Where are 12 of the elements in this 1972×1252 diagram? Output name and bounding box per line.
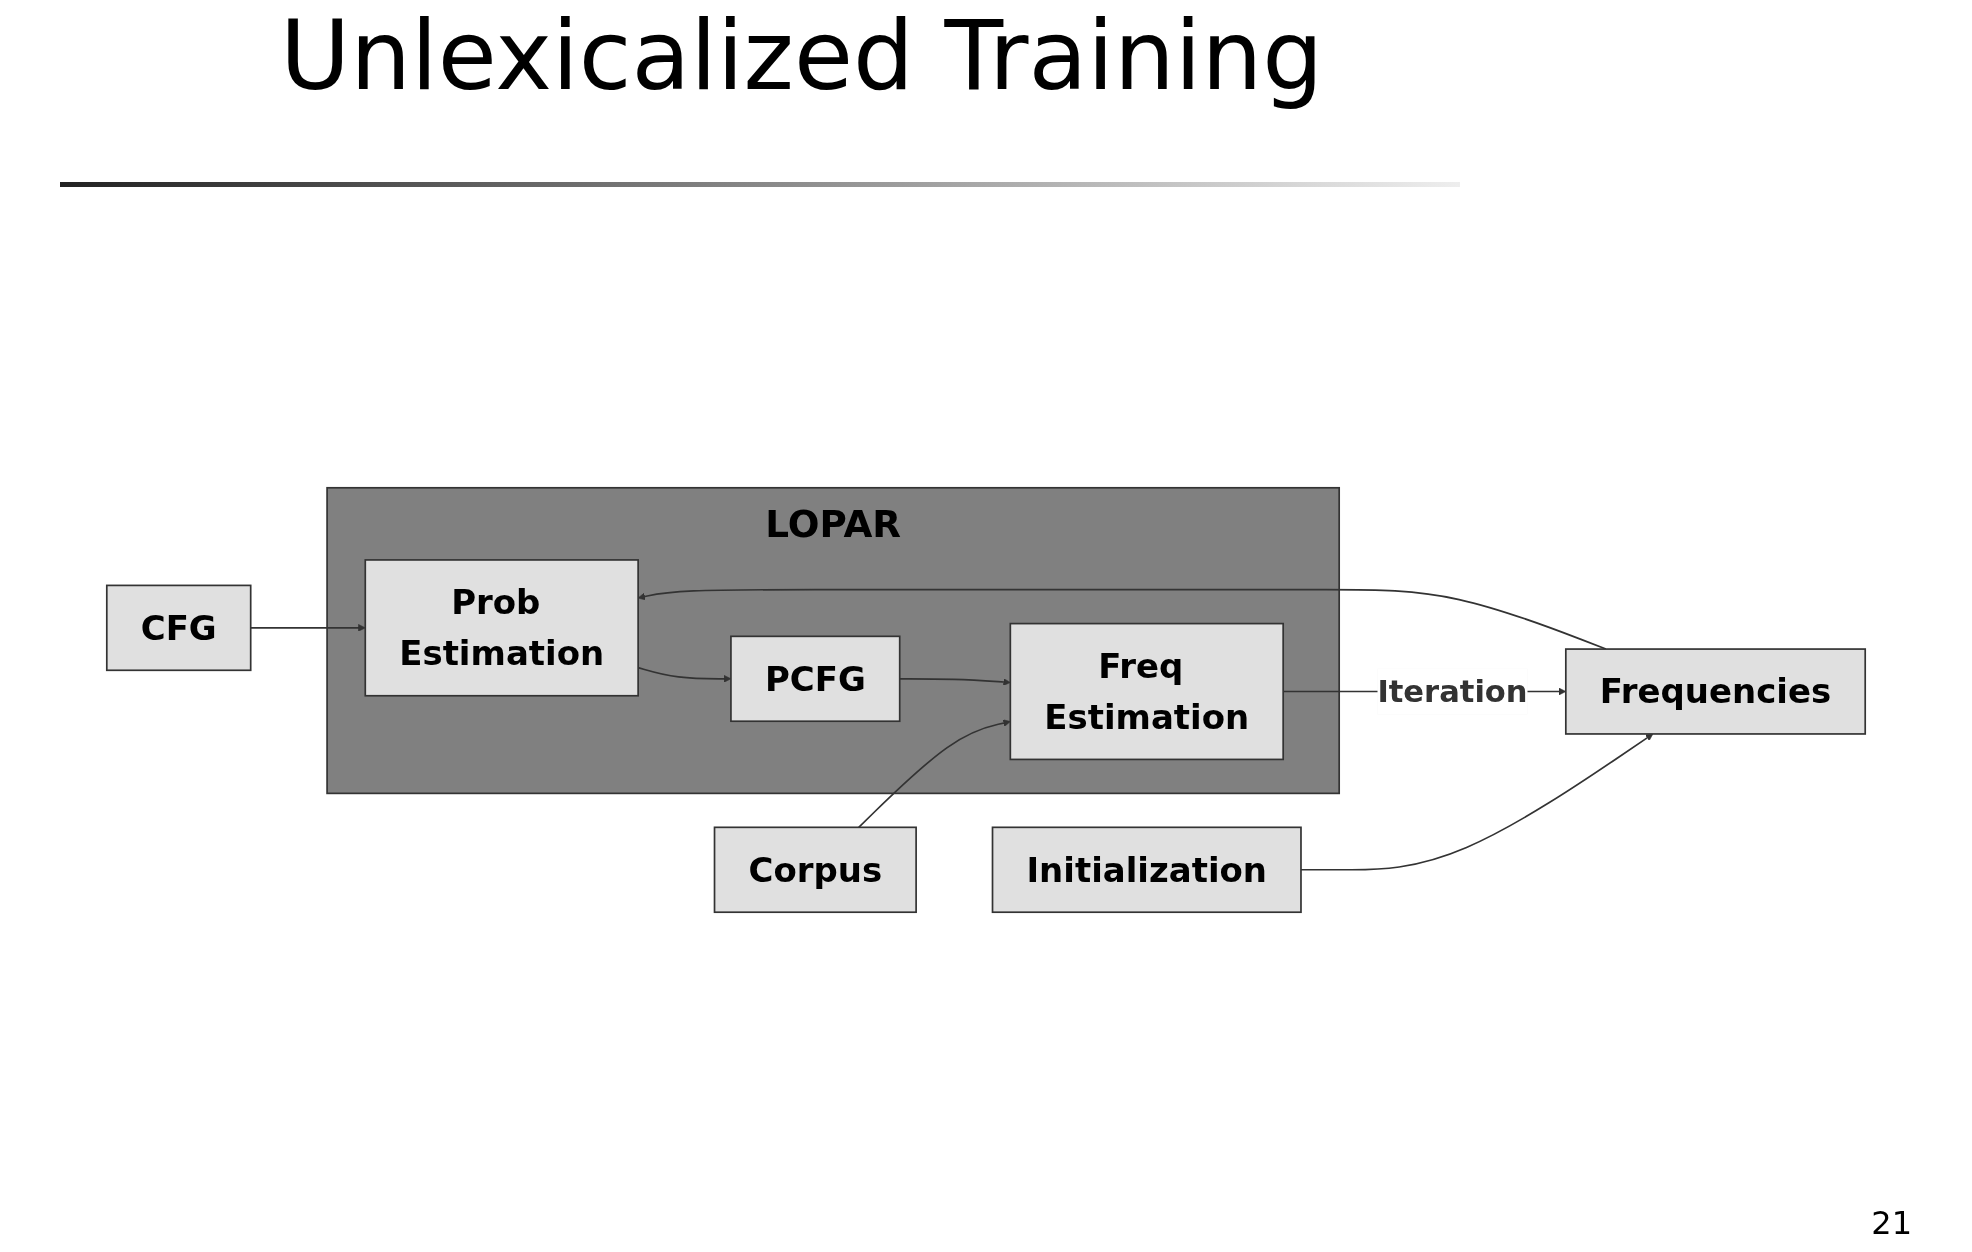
node-box: Corpus — [713, 826, 917, 914]
arrow — [857, 719, 1011, 829]
node-box: Prob Estimation — [364, 559, 639, 697]
slide-title: Unlexicalized Training — [280, 0, 1324, 112]
edge-label: Iteration — [1377, 673, 1528, 709]
node-box: Freq Estimation — [1009, 622, 1284, 761]
node-box: CFG — [105, 584, 252, 672]
arrow — [1300, 733, 1654, 871]
node-box: Initialization — [991, 826, 1302, 914]
node-box: PCFG — [730, 635, 901, 723]
node-box: Frequencies — [1564, 648, 1867, 735]
page-number: 21 — [1871, 1204, 1912, 1242]
